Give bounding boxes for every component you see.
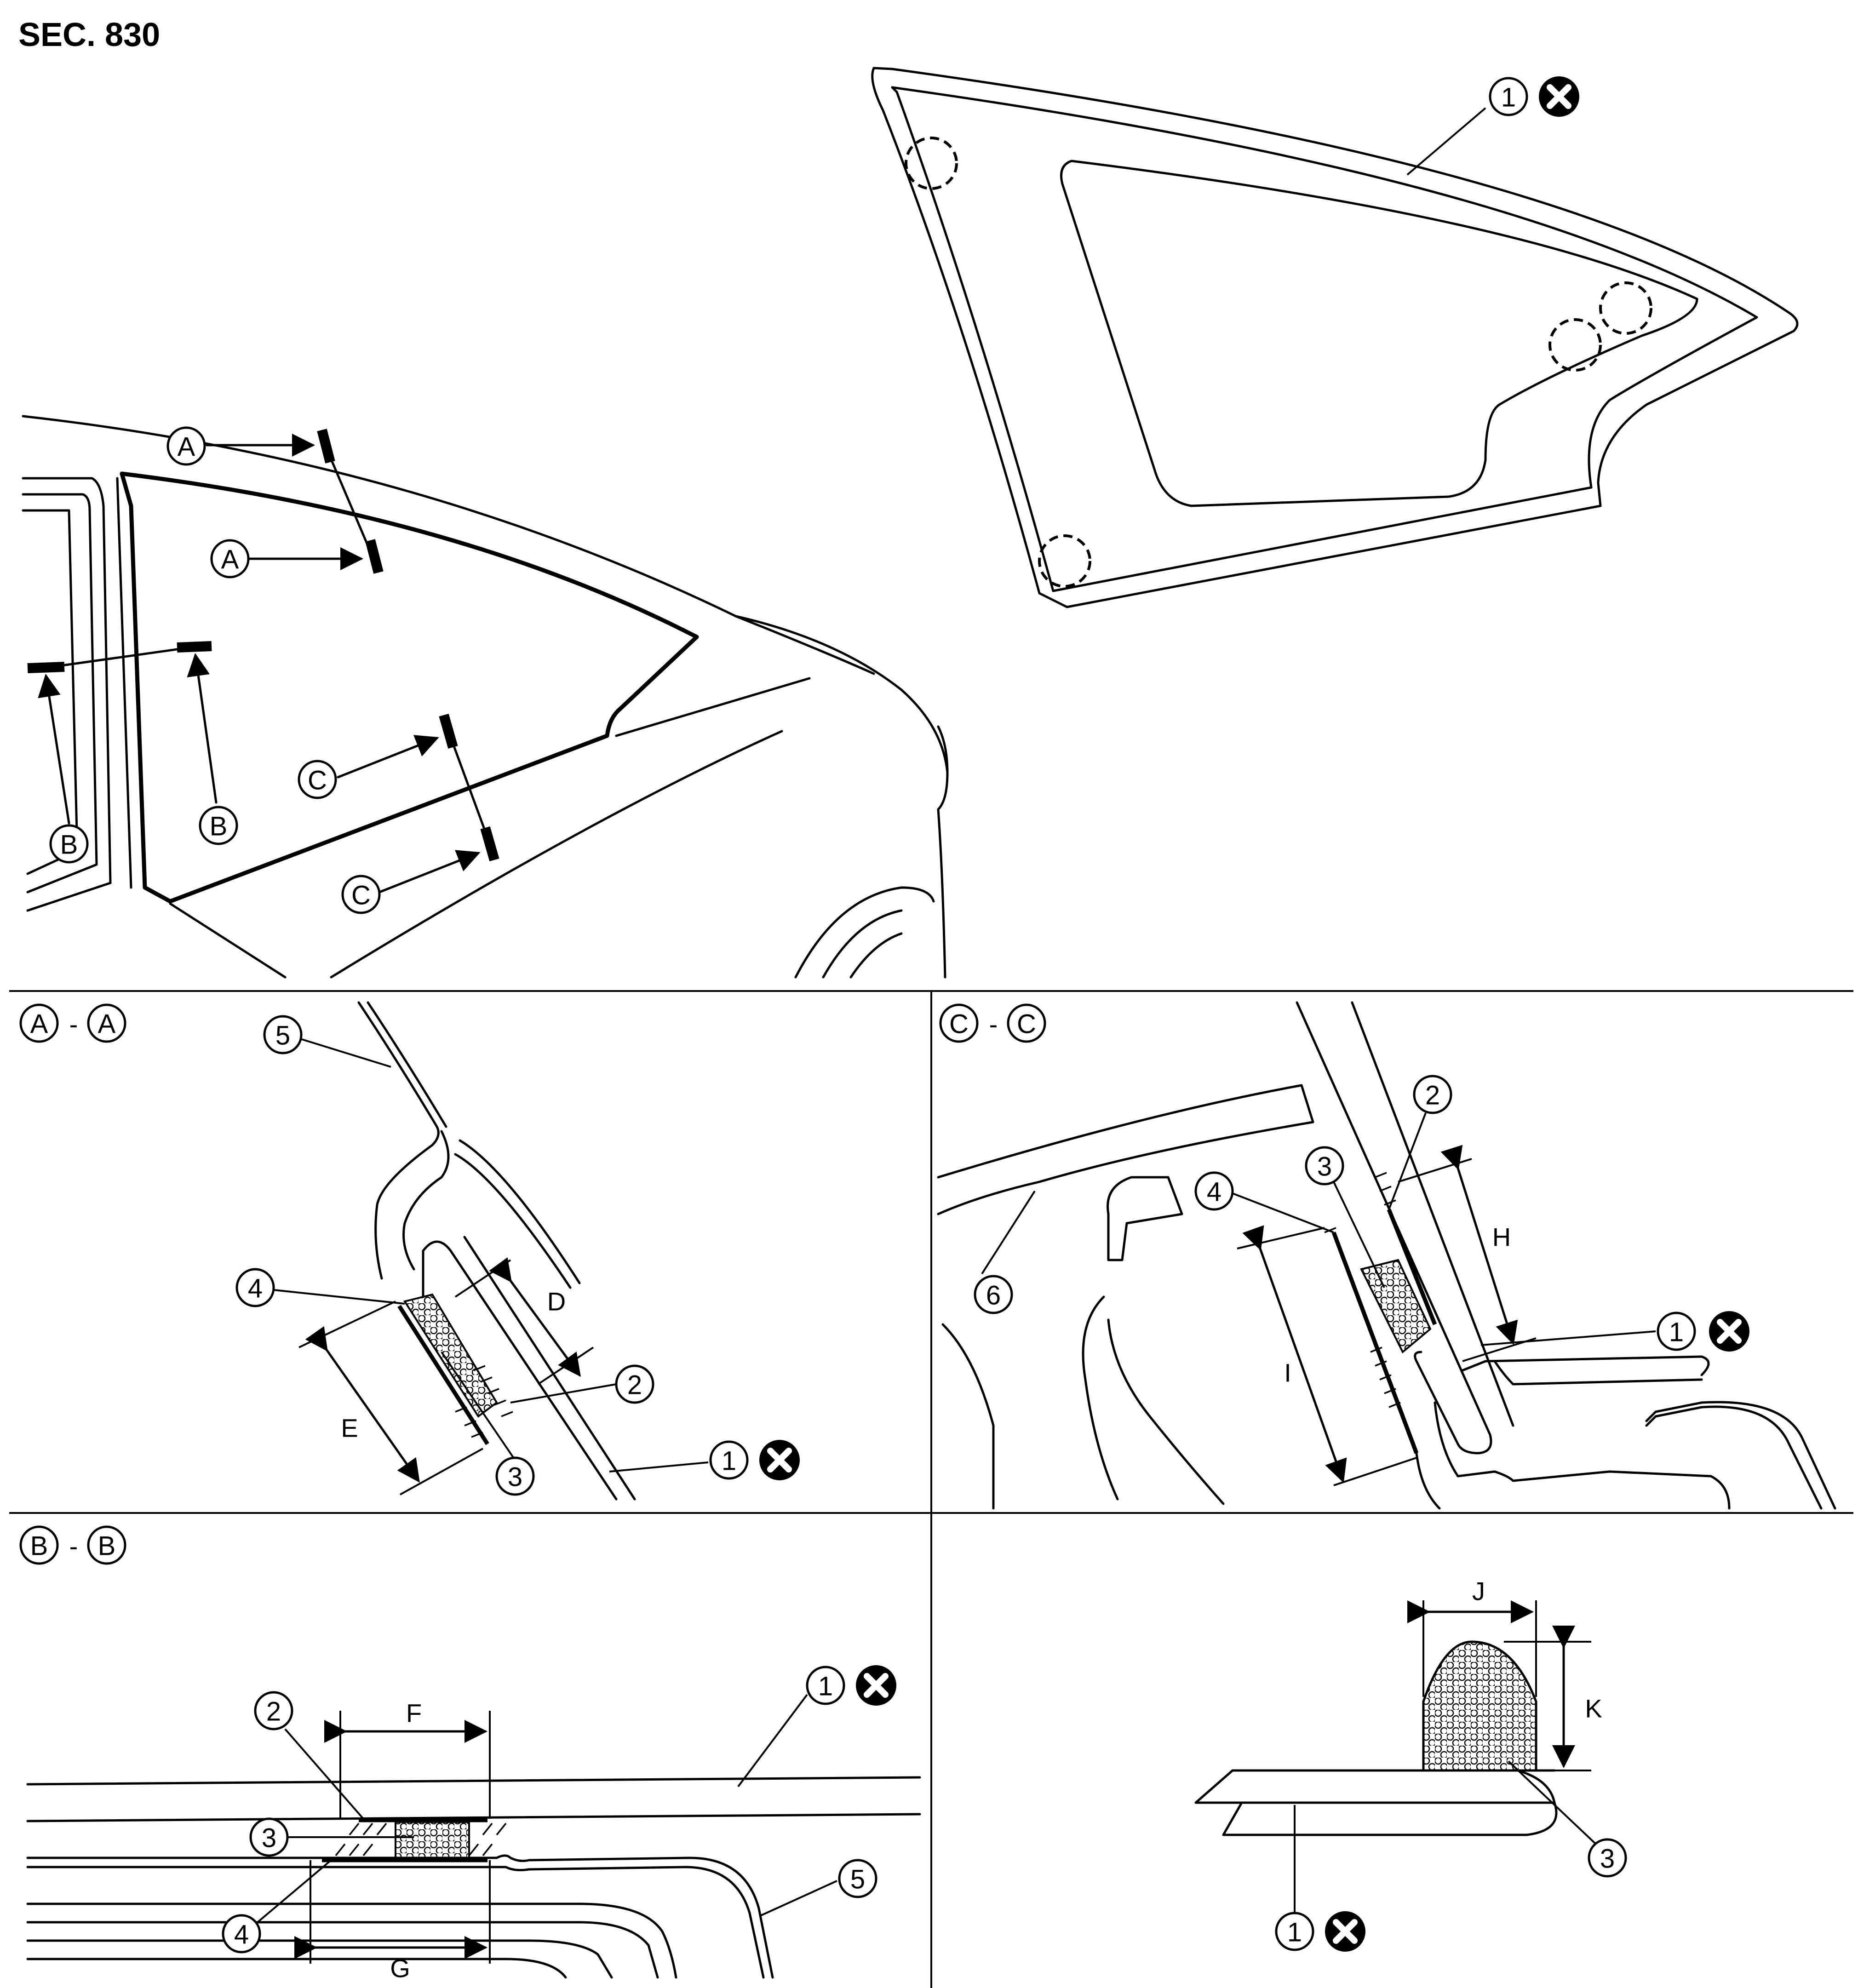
dimension-d: D <box>547 1287 566 1316</box>
svg-text:1: 1 <box>1669 1318 1684 1347</box>
quarter-glass-panel: 1 <box>871 67 1799 608</box>
callout-4 <box>222 1914 261 1954</box>
do-not-reuse-icon <box>856 1665 896 1706</box>
svg-text:C: C <box>949 1009 969 1039</box>
svg-text:3: 3 <box>508 1462 522 1492</box>
section-title-marker <box>1007 1003 1046 1043</box>
callout-4 <box>1194 1171 1234 1211</box>
section-title-marker <box>939 1003 979 1043</box>
svg-text:B: B <box>60 830 78 860</box>
callout-5 <box>838 1859 877 1898</box>
callout-1 <box>1489 77 1528 116</box>
dimension-i: I <box>1284 1358 1291 1387</box>
section-marker-c <box>341 875 381 914</box>
callout-3 <box>1588 1838 1627 1878</box>
clip-location-4 <box>1599 281 1652 335</box>
svg-text:5: 5 <box>850 1865 865 1895</box>
section-title-marker <box>19 1525 59 1565</box>
section-code: SEC. 830 <box>18 17 160 53</box>
svg-text:1: 1 <box>1501 83 1516 113</box>
svg-text:2: 2 <box>1425 1081 1440 1111</box>
dimension-k: K <box>1585 1694 1602 1723</box>
section-marker-c <box>298 760 337 799</box>
svg-text:2: 2 <box>266 1697 281 1727</box>
svg-text:2: 2 <box>627 1370 642 1400</box>
callout-4 <box>235 1268 275 1307</box>
svg-text:A: A <box>221 545 239 575</box>
callout-3 <box>495 1456 535 1496</box>
callout-6 <box>974 1275 1013 1314</box>
section-c-c: C - C <box>937 1001 1836 1510</box>
clip-location-2 <box>1038 534 1091 588</box>
callout-1 <box>1275 1912 1314 1951</box>
svg-text:B: B <box>98 1531 116 1561</box>
svg-text:4: 4 <box>1207 1177 1221 1207</box>
svg-text:A: A <box>178 432 195 462</box>
sealer-bead-detail: J K 3 1 <box>1194 1577 1627 1952</box>
do-not-reuse-icon <box>1709 1311 1749 1352</box>
svg-text:3: 3 <box>1600 1844 1615 1874</box>
primer-hatch <box>455 1365 513 1438</box>
section-b-b: B - B F <box>19 1525 921 1983</box>
do-not-reuse-icon <box>759 1440 800 1480</box>
section-title-marker <box>19 1003 59 1043</box>
callout-3 <box>1305 1146 1344 1186</box>
section-marker-a <box>166 426 206 466</box>
section-title-marker <box>87 1525 126 1565</box>
svg-text:C: C <box>1017 1009 1036 1039</box>
callout-1 <box>806 1666 845 1705</box>
svg-text:-: - <box>989 1010 998 1039</box>
callout-1 <box>1657 1312 1696 1351</box>
vehicle-side-view: A A B B C C <box>22 415 949 979</box>
callout-1 <box>709 1440 749 1480</box>
svg-text:A: A <box>30 1009 48 1039</box>
svg-text:5: 5 <box>275 1021 290 1051</box>
svg-text:A: A <box>98 1009 116 1039</box>
primer-hatch <box>1324 1172 1401 1408</box>
svg-text:-: - <box>69 1532 78 1561</box>
callout-2 <box>615 1364 654 1404</box>
svg-text:1: 1 <box>818 1672 833 1702</box>
svg-text:3: 3 <box>262 1823 276 1853</box>
svg-text:3: 3 <box>1317 1152 1332 1182</box>
clip-location-1 <box>905 137 958 190</box>
svg-text:1: 1 <box>722 1446 736 1476</box>
svg-text:C: C <box>351 881 371 911</box>
svg-text:B: B <box>30 1531 48 1561</box>
primer-hatch <box>335 1822 507 1856</box>
do-not-reuse-icon <box>1539 76 1579 117</box>
do-not-reuse-icon <box>1325 1911 1365 1952</box>
svg-text:4: 4 <box>248 1274 263 1304</box>
svg-text:1: 1 <box>1287 1918 1302 1948</box>
svg-text:B: B <box>210 812 228 842</box>
section-marker-b <box>49 824 89 864</box>
section-title-marker <box>87 1003 126 1043</box>
section-marker-b <box>199 806 238 845</box>
callout-3 <box>249 1817 289 1857</box>
svg-text:C: C <box>308 766 327 796</box>
svg-text:-: - <box>69 1010 78 1039</box>
dimension-e: E <box>341 1414 358 1443</box>
svg-text:6: 6 <box>986 1281 1001 1311</box>
callout-2 <box>254 1691 293 1730</box>
dimension-g: G <box>390 1954 410 1983</box>
dimension-h: H <box>1492 1223 1511 1252</box>
section-a-a: A - A D <box>19 1001 800 1501</box>
dimension-f: F <box>406 1699 422 1728</box>
svg-text:4: 4 <box>234 1920 249 1950</box>
dimension-j: J <box>1472 1577 1485 1606</box>
clip-location-3 <box>1548 318 1602 372</box>
section-marker-a <box>210 539 250 579</box>
callout-5 <box>263 1015 303 1054</box>
callout-2 <box>1413 1075 1452 1114</box>
